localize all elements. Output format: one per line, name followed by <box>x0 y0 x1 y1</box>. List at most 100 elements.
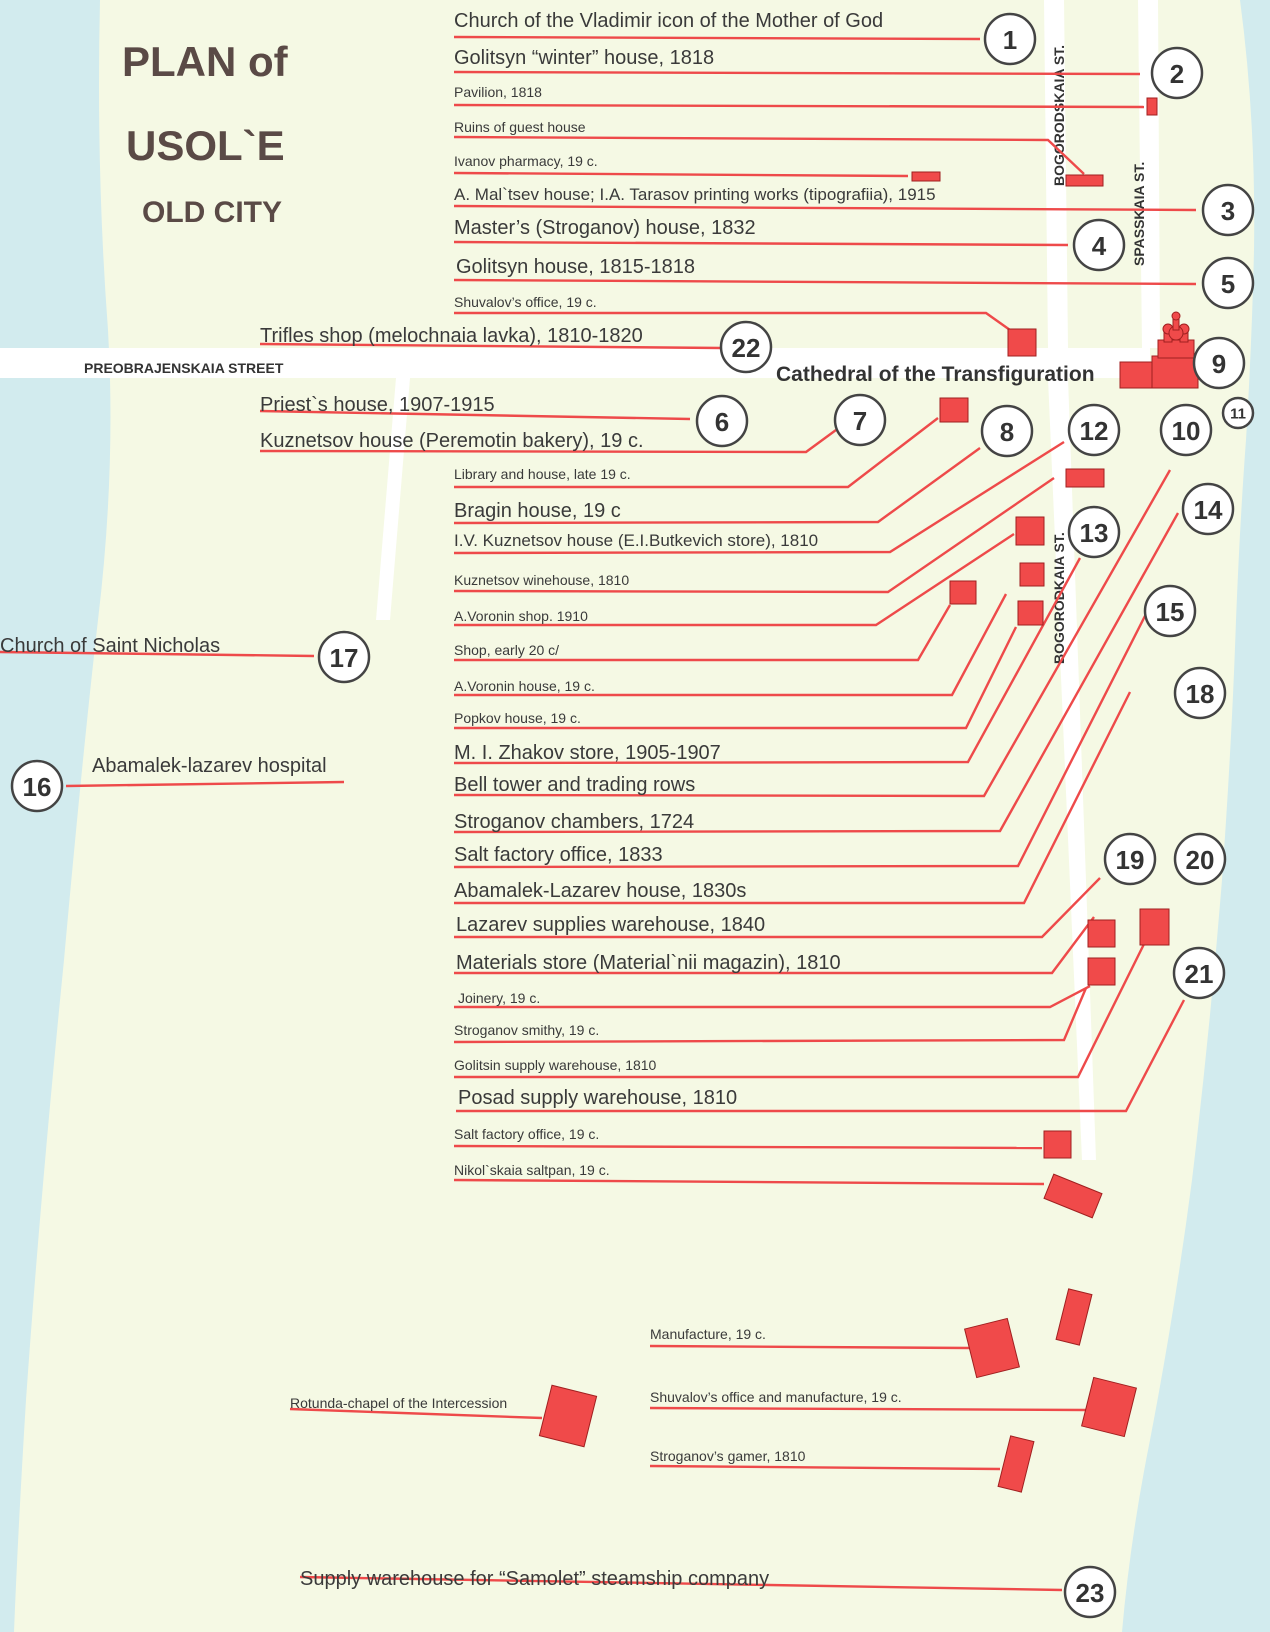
leader-line <box>454 691 1132 905</box>
svg-text:21: 21 <box>1185 959 1214 989</box>
svg-text:16: 16 <box>23 772 52 802</box>
label-priests-house: Priest`s house, 1907-1915 <box>260 394 495 416</box>
leader-line <box>456 999 1186 1113</box>
leader-line <box>299 1575 1063 1592</box>
leader-line <box>454 877 1101 939</box>
svg-text:20: 20 <box>1186 845 1215 875</box>
marker-17: 17 <box>317 630 371 684</box>
marker-11: 11 <box>1221 396 1255 430</box>
svg-text:14: 14 <box>1194 495 1223 525</box>
label-popkov-house: Popkov house, 19 c. <box>454 710 581 726</box>
building <box>1017 600 1044 626</box>
label-kuznetsov-house: Kuznetsov house (Peremotin bakery), 19 c… <box>260 430 644 452</box>
leader-line <box>453 987 1088 1044</box>
label-pavilion: Pavilion, 1818 <box>454 84 542 100</box>
label-voronin-shop: A.Voronin shop. 1910 <box>454 608 588 624</box>
leader-line <box>454 532 1015 627</box>
label-materials-store: Materials store (Material`nii magazin), … <box>456 952 841 974</box>
svg-text:4: 4 <box>1092 231 1107 261</box>
leader-line <box>259 409 691 421</box>
label-rotunda-chapel: Rotunda-chapel of the Intercession <box>290 1395 507 1411</box>
label-abamalek-lazarev-house: Abamalek-Lazarev house, 1830s <box>454 880 746 902</box>
leader-line <box>649 1406 1087 1412</box>
marker-3: 3 <box>1201 183 1255 237</box>
building <box>1139 908 1170 946</box>
leader-line <box>649 1344 971 1350</box>
svg-text:22: 22 <box>732 333 761 363</box>
label-shuvalov-office-manufacture: Shuvalov’s office and manufacture, 19 c. <box>650 1389 902 1405</box>
label-golitsyn-house: Golitsyn house, 1815-1818 <box>456 256 695 278</box>
svg-text:9: 9 <box>1212 349 1226 379</box>
preobrajenskaia-street-label: PREOBRAJENSKAIA STREET <box>84 360 284 376</box>
plan-title-line1: PLAN of <box>122 38 289 85</box>
building <box>997 1435 1035 1493</box>
svg-text:1: 1 <box>1003 25 1017 55</box>
marker-20: 20 <box>1173 832 1227 886</box>
label-maltsev-house: A. Mal`tsev house; I.A. Tarasov printing… <box>454 185 936 204</box>
label-shuvalov-office: Shuvalov’s office, 19 c. <box>454 294 597 310</box>
markers: 1 2 3 4 5 6 7 8 9 10 11 12 13 14 15 16 1… <box>10 12 1255 1619</box>
building <box>1055 1288 1093 1346</box>
label-posad-supply-warehouse: Posad supply warehouse, 1810 <box>458 1087 737 1109</box>
leader-line <box>453 240 1069 247</box>
leader-line <box>454 417 939 489</box>
svg-text:3: 3 <box>1221 196 1235 226</box>
leader-line <box>453 35 981 41</box>
leader-line <box>453 477 1055 594</box>
svg-text:12: 12 <box>1080 416 1109 446</box>
marker-2: 2 <box>1150 46 1204 100</box>
marker-14: 14 <box>1181 482 1235 536</box>
svg-text:7: 7 <box>853 406 867 436</box>
label-ivanov-pharmacy: Ivanov pharmacy, 19 c. <box>454 153 598 169</box>
marker-12: 12 <box>1067 403 1121 457</box>
building <box>911 171 941 182</box>
marker-4: 4 <box>1072 218 1126 272</box>
svg-text:19: 19 <box>1116 845 1145 875</box>
label-voronin-house: A.Voronin house, 19 c. <box>454 678 595 694</box>
leader-line <box>289 1407 543 1420</box>
label-stroganov-smithy: Stroganov smithy, 19 c. <box>454 1022 599 1038</box>
leader-line <box>453 70 1141 76</box>
building <box>1065 174 1104 187</box>
label-stroganov-chambers: Stroganov chambers, 1724 <box>454 811 694 833</box>
label-golitsin-supply-warehouse: Golitsin supply warehouse, 1810 <box>454 1057 657 1073</box>
building <box>1146 97 1158 116</box>
svg-text:5: 5 <box>1221 269 1235 299</box>
building <box>1043 1130 1072 1159</box>
label-stroganov-gamer: Stroganov’s gamer, 1810 <box>650 1448 806 1464</box>
marker-10: 10 <box>1159 403 1213 457</box>
label-nikolskaia-saltpan: Nikol`skaia saltpan, 19 c. <box>454 1162 610 1178</box>
leader-line <box>453 204 1197 212</box>
svg-text:6: 6 <box>715 407 729 437</box>
label-church-vladimir-icon: Church of the Vladimir icon of the Mothe… <box>454 10 883 32</box>
svg-text:17: 17 <box>330 643 359 673</box>
leader-line <box>453 1178 1045 1186</box>
label-masters-house: Master’s (Stroganov) house, 1832 <box>454 217 756 239</box>
building <box>1019 562 1045 587</box>
river-west <box>0 0 111 1632</box>
leader-line <box>454 935 1150 1079</box>
label-ruins-guest-house: Ruins of guest house <box>454 119 586 135</box>
leader-line <box>259 342 723 350</box>
leader-line <box>453 171 909 178</box>
spasskaia-street <box>1138 0 1160 348</box>
bogorodskaia-street-south <box>1048 378 1096 1160</box>
building <box>538 1384 598 1448</box>
cathedral-building <box>1119 311 1199 389</box>
svg-text:2: 2 <box>1170 59 1184 89</box>
label-shop-early-20c: Shop, early 20 c/ <box>454 642 559 658</box>
label-golitsyn-winter-house: Golitsyn “winter” house, 1818 <box>454 47 714 69</box>
leader-line <box>453 1144 1043 1150</box>
marker-18: 18 <box>1173 666 1227 720</box>
buildings <box>538 97 1170 1493</box>
building <box>963 1317 1021 1379</box>
building <box>1007 328 1037 357</box>
svg-text:8: 8 <box>1000 417 1014 447</box>
label-salt-factory-office-19c: Salt factory office, 19 c. <box>454 1126 599 1142</box>
marker-16: 16 <box>10 759 64 813</box>
leader-line <box>0 650 315 658</box>
building <box>1015 516 1045 546</box>
label-trifles-shop: Trifles shop (melochnaia lavka), 1810-18… <box>260 325 643 347</box>
label-iv-kuznetsov-house: I.V. Kuznetsov house (E.I.Butkevich stor… <box>454 531 818 550</box>
